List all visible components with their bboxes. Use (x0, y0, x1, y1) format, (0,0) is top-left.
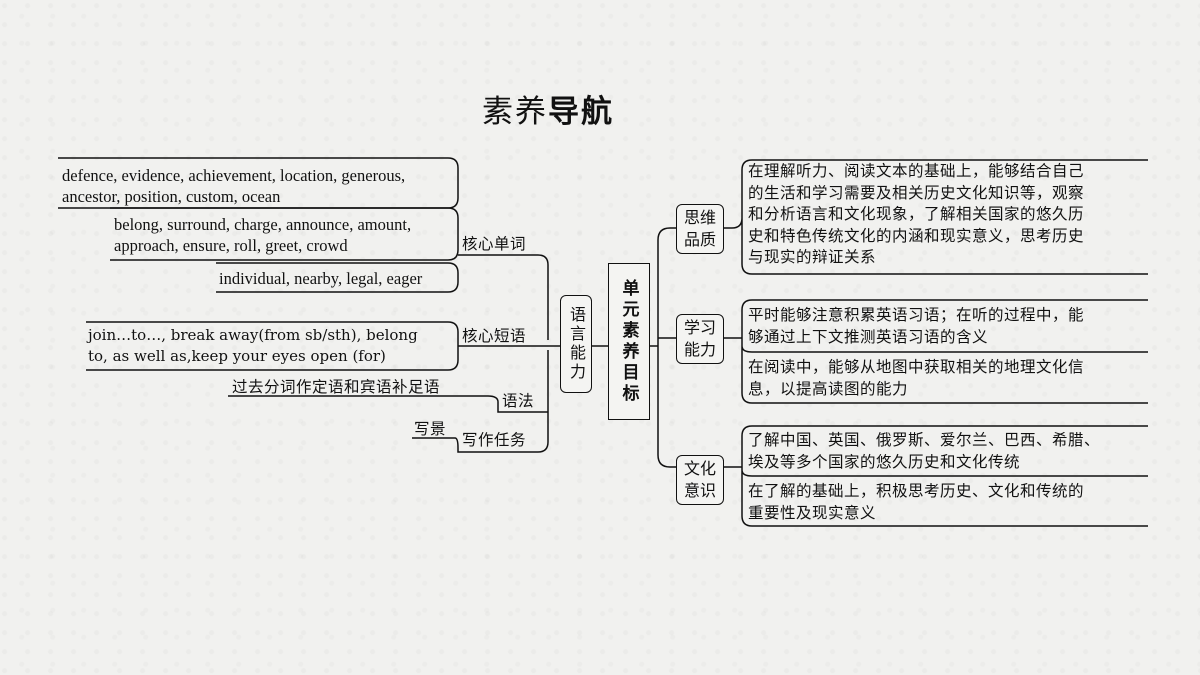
leaf-line: 史和特色传统文化的内涵和现实意义，思考历史 (748, 226, 1085, 245)
leaf-words-1: defence, evidence, achievement, location… (62, 165, 405, 207)
leaf-line: 够通过上下文推测英语习语的含义 (748, 327, 989, 346)
leaf-words-2: belong, surround, charge, announce, amou… (114, 214, 411, 256)
category-culture-label: 文化意识 (683, 459, 716, 500)
leaf-phrases-1: join…to…, break away(from sb/sth), belon… (88, 325, 418, 367)
leaf3-line (216, 262, 459, 293)
leaf2-line (110, 207, 459, 261)
leaf-line: individual, nearby, legal, eager (219, 269, 423, 288)
leaf-line: 过去分词作定语和宾语补足语 (232, 378, 441, 396)
leaf-line: belong, surround, charge, announce, amou… (114, 215, 412, 234)
branch-writing-label: 写作任务 (462, 431, 527, 449)
category-learning-box: 学习能力 (676, 314, 724, 364)
writing-underline (454, 350, 549, 453)
grammar-underline (487, 395, 548, 413)
title-bold: 导航 (548, 94, 614, 130)
leaf-line: to, as well as,keep your eyes open (for) (88, 347, 386, 365)
leaf-words-3: individual, nearby, legal, eager (219, 268, 422, 289)
leaf-line: 了解中国、英国、俄罗斯、爱尔兰、巴西、希腊、 (748, 431, 1101, 449)
leaf-line: 息，以提高读图的能力 (748, 379, 909, 398)
words-underline (458, 254, 549, 340)
branch-grammar-label: 语法 (502, 392, 535, 410)
page-title: 素养导航 (482, 92, 614, 132)
leaf-line: 在理解听力、阅读文本的基础上，能够结合自己 (748, 162, 1085, 180)
category-culture-box: 文化意识 (676, 455, 724, 505)
leaf-line: 埃及等多个国家的悠久历史和文化传统 (748, 452, 1021, 471)
right-spine (657, 227, 676, 468)
leaf-line: 在了解的基础上，积极思考历史、文化和传统的 (748, 482, 1085, 500)
leaf-line: 平时能够注意积累英语习语；在听的过程中，能 (748, 306, 1085, 324)
branch-words-label: 核心单词 (462, 235, 527, 253)
leaf-culture-1: 了解中国、英国、俄罗斯、爱尔兰、巴西、希腊、 埃及等多个国家的悠久历史和文化传统 (748, 430, 1100, 473)
leaf-line: defence, evidence, achievement, location… (62, 166, 406, 185)
leaf-grammar-1: 过去分词作定语和宾语补足语 (232, 377, 440, 398)
leaf-line: ancestor, position, custom, ocean (62, 187, 281, 206)
leaf-thinking-1: 在理解听力、阅读文本的基础上，能够结合自己 的生活和学习需要及相关历史文化知识等… (748, 161, 1084, 269)
leaf-writing-1: 写景 (414, 419, 446, 440)
leaf-line: 的生活和学习需要及相关历史文化知识等，观察 (748, 183, 1085, 202)
category-thinking-label: 思维品质 (683, 208, 716, 249)
root-language-box: 语言能力 (560, 295, 592, 393)
leaf-line: 在阅读中，能够从地图中获取相关的地理文化信 (748, 358, 1085, 376)
leaf-line: join…to…, break away(from sb/sth), belon… (88, 326, 418, 344)
learning-bracket (724, 299, 1148, 404)
culture-bracket (724, 425, 1148, 527)
leaf-learning-2: 在阅读中，能够从地图中获取相关的地理文化信 息，以提高读图的能力 (748, 357, 1084, 400)
leaf-line: approach, ensure, roll, greet, crowd (114, 236, 348, 255)
leaf1-line (58, 157, 459, 209)
leaf-line: 与现实的辩证关系 (748, 248, 877, 266)
center-goal-box: 单元素养目标 (608, 263, 650, 420)
leaf-learning-1: 平时能够注意积累英语习语；在听的过程中，能 够通过上下文推测英语习语的含义 (748, 305, 1084, 348)
branch-phrases-label: 核心短语 (462, 327, 527, 345)
title-regular: 素养 (482, 94, 548, 130)
center-goal-label: 单元素养目标 (618, 278, 639, 405)
category-thinking-box: 思维品质 (676, 204, 724, 254)
leaf-line: 重要性及现实意义 (748, 503, 877, 522)
thinking-bracket (724, 159, 1148, 275)
category-learning-label: 学习能力 (683, 318, 716, 359)
leaf-culture-2: 在了解的基础上，积极思考历史、文化和传统的 重要性及现实意义 (748, 481, 1084, 524)
leaf-line: 写景 (414, 420, 447, 438)
leaf-line: 和分析语言和文化现象，了解相关国家的悠久历 (748, 205, 1085, 223)
